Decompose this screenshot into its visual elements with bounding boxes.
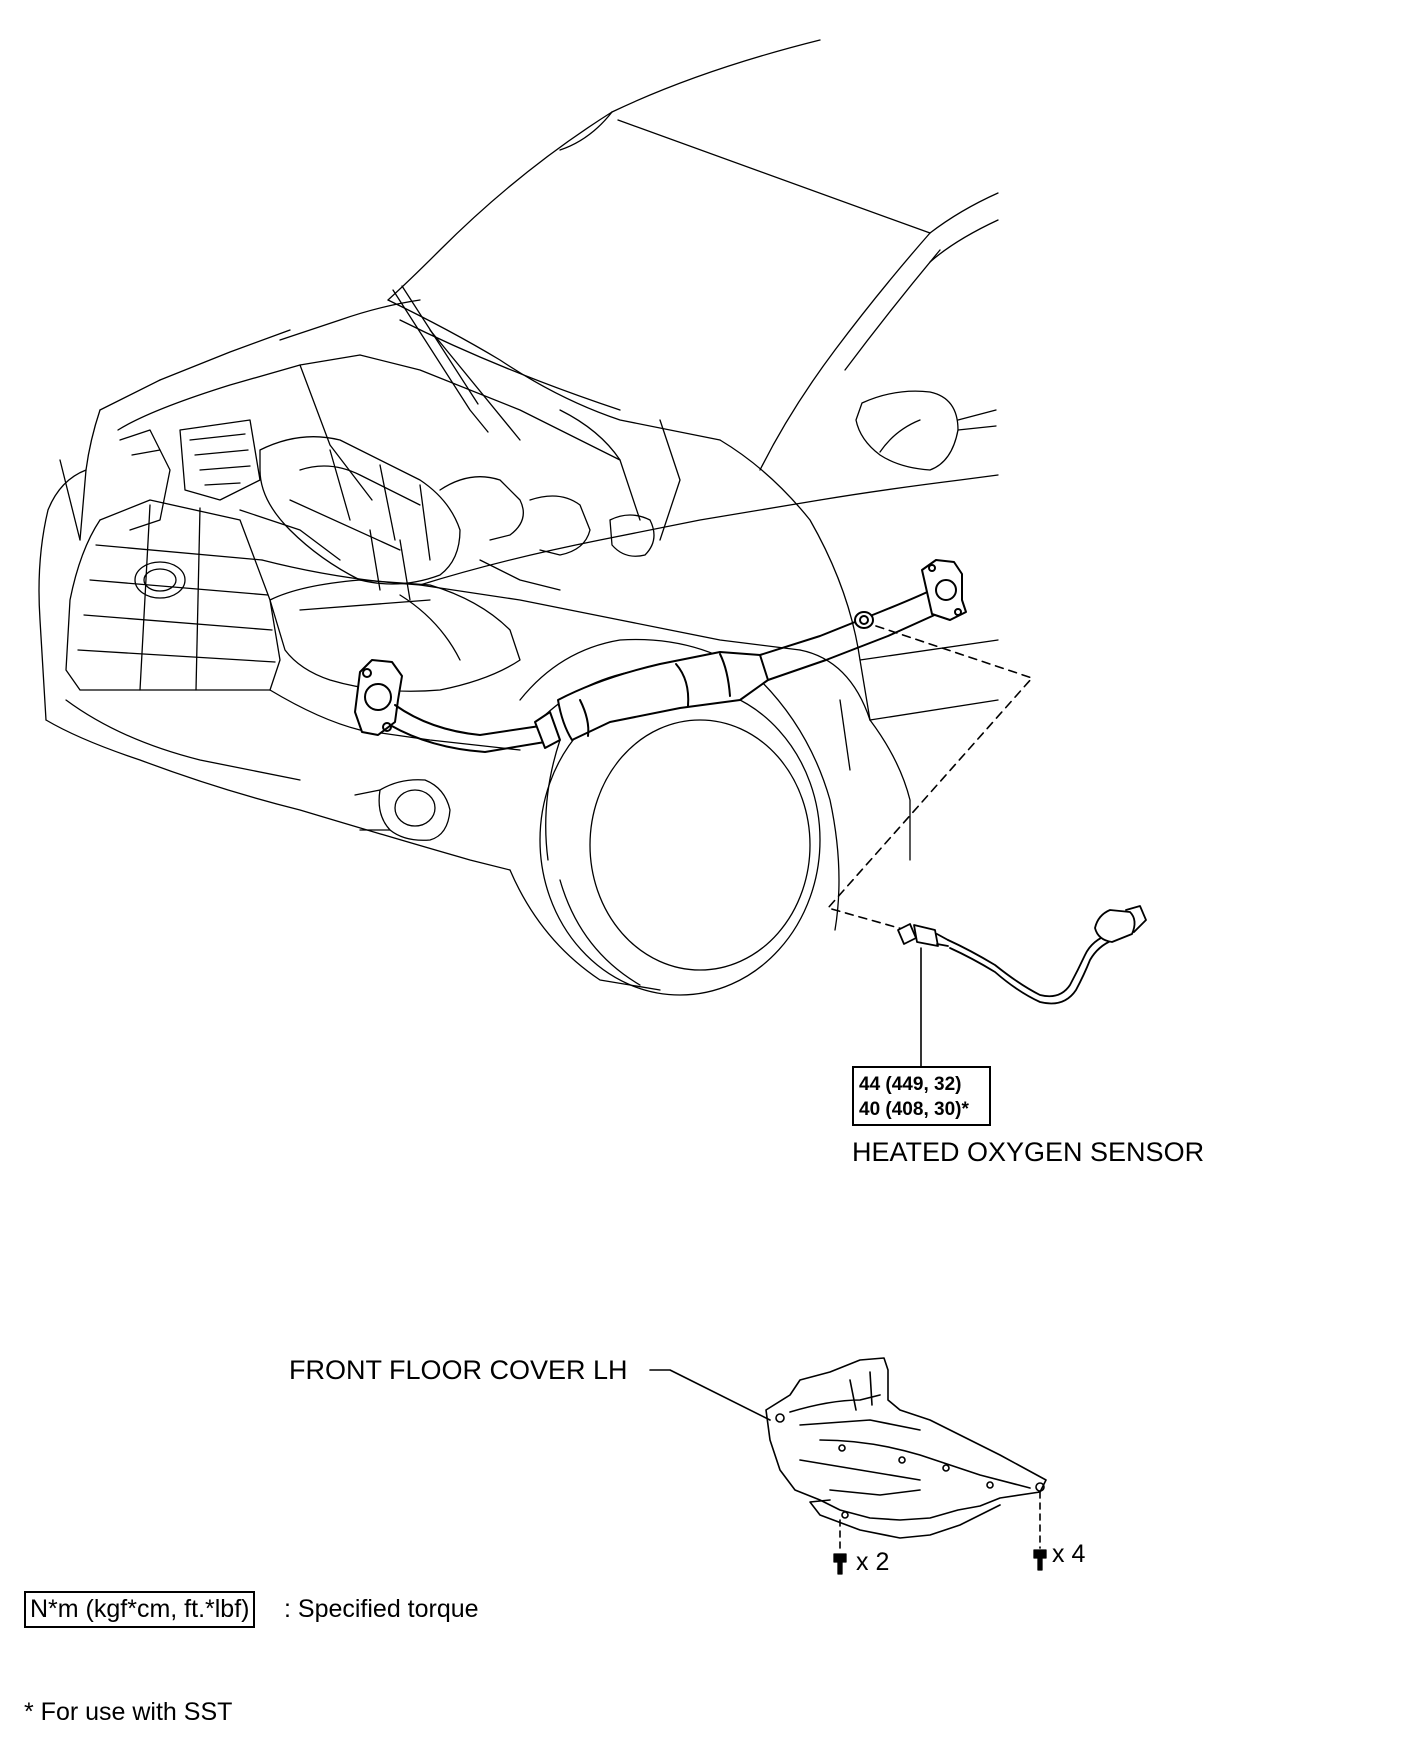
bolt-quantity-right: x 4 bbox=[1052, 1540, 1086, 1568]
torque-unit-legend-box: N*m (kgf*cm, ft.*lbf) bbox=[24, 1591, 256, 1628]
front-floor-cover-label: FRONT FLOOR COVER LH bbox=[289, 1355, 628, 1385]
front-floor-cover bbox=[765, 1357, 1047, 1539]
torque-spec-line-1: 44 (449, 32) bbox=[859, 1074, 962, 1095]
bolt-icon bbox=[1033, 1549, 1047, 1571]
heated-oxygen-sensor bbox=[897, 905, 1147, 1005]
heated-oxygen-sensor-label: HEATED OXYGEN SENSOR bbox=[852, 1137, 1205, 1167]
bolt-icon bbox=[833, 1553, 847, 1575]
sensor-leader-dashed bbox=[827, 625, 1033, 931]
sst-note: * For use with SST bbox=[24, 1698, 233, 1726]
torque-spec-box: 44 (449, 32) 40 (408, 30)* bbox=[852, 1066, 991, 1126]
exhaust-pipe-with-converter bbox=[354, 559, 967, 753]
vehicle-front-illustration bbox=[38, 39, 999, 996]
torque-spec-line-2: 40 (408, 30)* bbox=[859, 1099, 969, 1120]
cover-leader bbox=[649, 1369, 771, 1421]
bolt-quantity-left: x 2 bbox=[856, 1548, 890, 1576]
torque-unit-legend-desc: : Specified torque bbox=[284, 1595, 479, 1623]
